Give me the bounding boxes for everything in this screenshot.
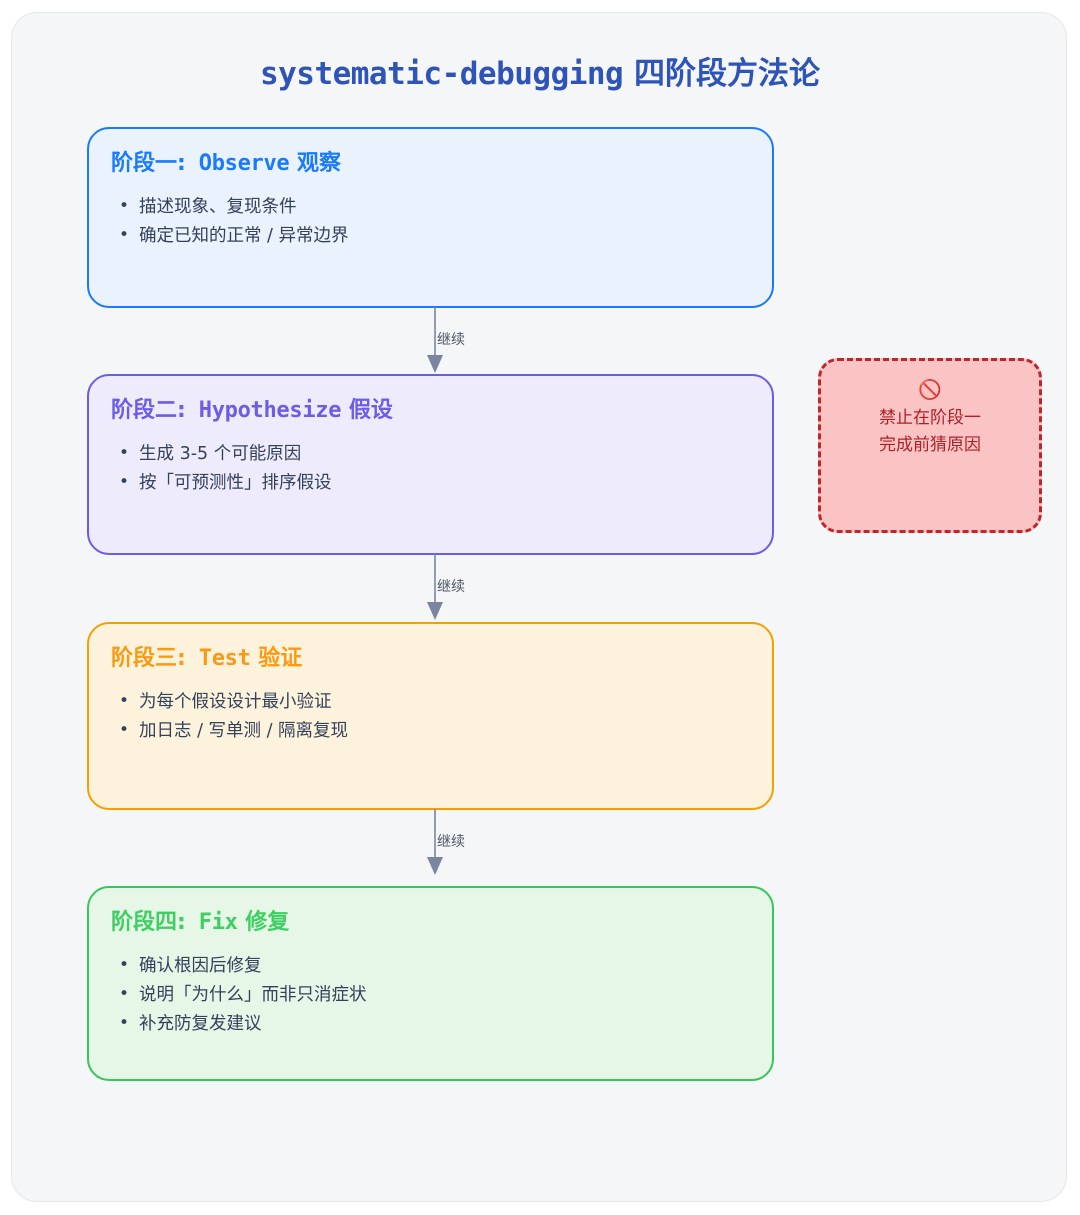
prohibited-icon: 🚫: [918, 379, 942, 401]
list-item: 按「可预测性」排序假设: [119, 468, 772, 497]
phase-box-observe[interactable]: 阶段一: Observe 观察 描述现象、复现条件 确定已知的正常 / 异常边界: [87, 127, 774, 308]
page-title-cjk: 四阶段方法论: [623, 56, 821, 92]
phase-heading-suffix: 假设: [341, 398, 393, 423]
list-item: 为每个假设设计最小验证: [119, 687, 772, 716]
phase-heading-mono: Hypothesize: [185, 398, 342, 423]
phase-heading-prefix: 阶段四:: [111, 910, 186, 935]
phase-heading-prefix: 阶段二:: [111, 398, 186, 423]
phase-heading-test: 阶段三: Test 验证: [111, 644, 772, 674]
connector-label: 继续: [437, 332, 465, 348]
phase-item-list-hypothesize: 生成 3-5 个可能原因 按「可预测性」排序假设: [89, 439, 772, 497]
phase-heading-hypothesize: 阶段二: Hypothesize 假设: [111, 396, 772, 426]
list-item: 描述现象、复现条件: [119, 192, 772, 221]
connector-label: 继续: [437, 579, 465, 595]
phase-heading-mono: Observe: [185, 151, 290, 176]
phase-heading-mono: Test: [185, 646, 251, 671]
list-item: 确定已知的正常 / 异常边界: [119, 221, 772, 250]
connector-observe-to-hypothesize: 继续: [375, 307, 495, 375]
phase-heading-prefix: 阶段三:: [111, 646, 186, 671]
list-item: 确认根因后修复: [119, 951, 772, 980]
phase-heading-fix: 阶段四: Fix 修复: [111, 908, 772, 938]
phase-box-test[interactable]: 阶段三: Test 验证 为每个假设设计最小验证 加日志 / 写单测 / 隔离复…: [87, 622, 774, 810]
page-title: systematic-debugging 四阶段方法论: [0, 48, 1080, 93]
arrow-icon: [427, 307, 443, 373]
phase-item-list-test: 为每个假设设计最小验证 加日志 / 写单测 / 隔离复现: [89, 687, 772, 745]
connector-label: 继续: [437, 834, 465, 850]
list-item: 说明「为什么」而非只消症状: [119, 980, 772, 1009]
list-item: 补充防复发建议: [119, 1009, 772, 1038]
arrow-icon: [427, 554, 443, 620]
warning-note-text: 禁止在阶段一 完成前猜原因: [879, 408, 981, 455]
phase-box-hypothesize[interactable]: 阶段二: Hypothesize 假设 生成 3-5 个可能原因 按「可预测性」…: [87, 374, 774, 555]
warning-note: 🚫 禁止在阶段一 完成前猜原因: [818, 358, 1042, 533]
phase-heading-suffix: 修复: [237, 910, 290, 935]
phase-item-list-observe: 描述现象、复现条件 确定已知的正常 / 异常边界: [89, 192, 772, 250]
page-title-mono: systematic-debugging: [259, 56, 624, 92]
phase-item-list-fix: 确认根因后修复 说明「为什么」而非只消症状 补充防复发建议: [89, 951, 772, 1038]
phase-heading-suffix: 验证: [250, 646, 303, 671]
connector-hypothesize-to-test: 继续: [375, 554, 495, 622]
phase-heading-mono: Fix: [185, 910, 238, 935]
phase-heading-observe: 阶段一: Observe 观察: [111, 149, 772, 179]
phase-box-fix[interactable]: 阶段四: Fix 修复 确认根因后修复 说明「为什么」而非只消症状 补充防复发建…: [87, 886, 774, 1081]
list-item: 生成 3-5 个可能原因: [119, 439, 772, 468]
list-item: 加日志 / 写单测 / 隔离复现: [119, 716, 772, 745]
phase-heading-prefix: 阶段一:: [111, 151, 186, 176]
phase-heading-suffix: 观察: [289, 151, 342, 176]
arrow-icon: [427, 809, 443, 875]
connector-test-to-fix: 继续: [375, 809, 495, 877]
